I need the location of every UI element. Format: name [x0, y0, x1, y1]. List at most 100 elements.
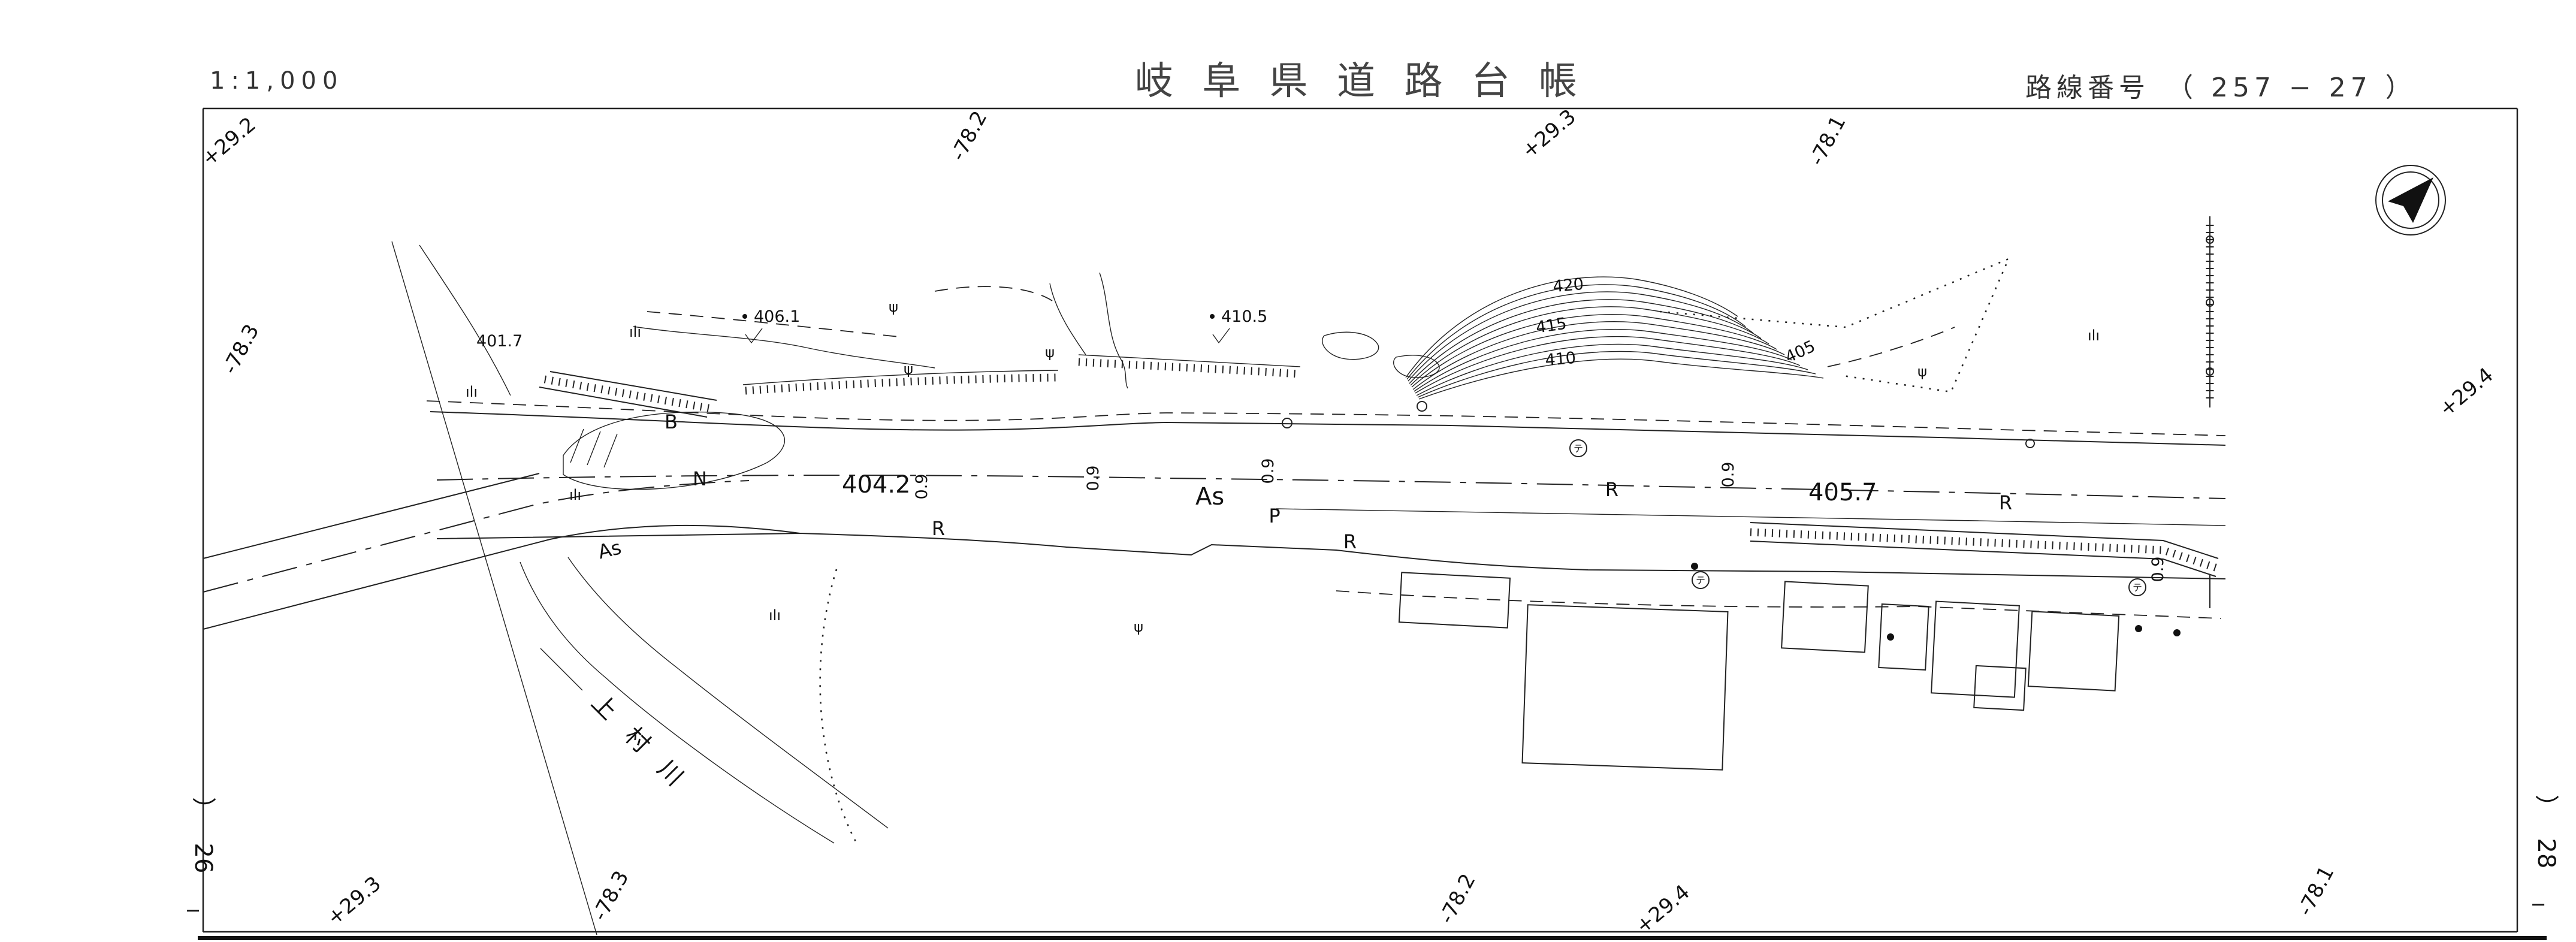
stub-road-edge [549, 371, 717, 401]
road-elevation-label: 405.7 [1808, 479, 1877, 506]
branch-road-bottom-edge [203, 524, 801, 630]
margin-sheet-refs: ） 26 − ） 28 − [185, 795, 2560, 922]
curve-radius-label: R [1605, 478, 1618, 501]
marker-circle-icon [2025, 439, 2035, 448]
old-bank-dotted [819, 569, 859, 847]
svg-text:テ: テ [1696, 575, 1705, 586]
embankment-hatch [1078, 358, 1298, 378]
curve-radius-label: R [1343, 530, 1357, 553]
branch-road-center-line [203, 480, 750, 593]
sheet-frame [198, 107, 2547, 940]
traffic-island-outline [563, 411, 785, 490]
width-label: 0.9 [2149, 557, 2167, 582]
retaining-wall-bottom [1750, 541, 2216, 577]
bridge-hatch [570, 428, 584, 463]
grid-label: +29.3 [1517, 105, 1581, 164]
pond-outline [1322, 331, 1379, 360]
width-label: 0.9 [913, 474, 931, 500]
contour-line [1406, 284, 1746, 380]
right-sheet-paren: ） [2532, 795, 2560, 819]
left-sheet-paren: ） [189, 797, 217, 821]
parking-label: P [1269, 505, 1280, 527]
building [1781, 581, 1869, 653]
left-corner-tick: − [185, 899, 201, 922]
contour-line [1410, 306, 1769, 386]
pavement-label: As [596, 536, 624, 563]
building [1398, 572, 1511, 629]
road-top-edge [430, 411, 2226, 446]
contour-line [1418, 358, 1824, 400]
spot-elevation-label: 406.1 [754, 307, 800, 326]
roadside-ditch-line [426, 400, 2226, 436]
contour-lines [1405, 257, 2010, 400]
grid-label: -78.2 [946, 107, 992, 165]
curve-radius-label: R [932, 517, 945, 540]
grid-label: -78.2 [1435, 870, 1481, 928]
left-sheet-number: 26 [189, 843, 217, 874]
stub-road-edge [539, 387, 708, 418]
spot-check-mark [745, 328, 763, 344]
contour-line [1416, 343, 1808, 396]
stream-line [1049, 283, 1086, 355]
lane-edge-line [1276, 508, 2226, 526]
grass-symbol-icon: ılı [629, 324, 641, 340]
tree-symbol-icon: ψ [904, 361, 913, 378]
terrain-line [633, 326, 935, 369]
route-number-label: 路線番号 [2025, 73, 2150, 103]
road-elevation-label: 404.2 [842, 471, 911, 499]
svg-text:テ: テ [2133, 582, 2142, 593]
elevation-annotations: 401.7 406.1 410.5 404.2 405.7 [476, 307, 1877, 506]
width-label: 0.9 [1084, 466, 1103, 491]
terrain-lines [633, 272, 1440, 395]
scan-edge-bar [198, 936, 2547, 940]
building [1521, 604, 1729, 771]
building [1878, 603, 1929, 671]
river-bank [520, 561, 835, 844]
contour-value-labels: 420 415 410 405 [1535, 275, 1818, 370]
bridge-hatch [603, 433, 618, 468]
terrain-dashed-line [647, 311, 899, 337]
tree-symbol-icon: ψ [889, 298, 898, 315]
tree-symbol-icon: ψ [1045, 344, 1055, 361]
building [1931, 600, 2020, 698]
river-bank [567, 557, 889, 829]
stub-road-hatch [543, 375, 713, 413]
boundary-line [391, 241, 597, 935]
building [2027, 611, 2120, 692]
buildings [1398, 572, 2120, 771]
grid-label: -78.1 [2293, 862, 2339, 920]
lower-boundary-line [1336, 590, 2221, 619]
building [1973, 665, 2027, 711]
contour-line [1408, 291, 1754, 382]
grass-symbol-icon: ılı [569, 487, 581, 503]
sheet-match-line [2206, 216, 2214, 608]
river-lines: 上村川 [391, 241, 889, 935]
marker-circle-icon [1417, 401, 1427, 412]
survey-point-dot [2173, 629, 2181, 636]
contour-line [1412, 321, 1785, 390]
contour-extension [1827, 327, 1955, 367]
contour-line [1417, 351, 1816, 398]
utility-pole-icon: テ [1569, 439, 1587, 457]
contour-line [1409, 299, 1762, 384]
retaining-wall-top [1750, 522, 2219, 559]
grid-coordinate-labels: +29.2 -78.2 +29.3 -78.1 -78.3 +29.4 +29.… [197, 105, 2498, 939]
embankment-line [742, 370, 1059, 385]
sheet-title: 岐 阜 県 道 路 台 帳 [1134, 59, 1586, 104]
embankment-line [1078, 354, 1301, 367]
marker-circle-icon [1282, 418, 1292, 428]
grass-symbol-icon: ılı [769, 607, 781, 624]
survey-point-dot [2135, 625, 2142, 632]
stream-line [1099, 272, 1128, 389]
embankment-hatch [745, 373, 1056, 395]
map-scale: 1:1,000 [210, 67, 344, 95]
map-symbols: ılı ılı ılı ılı ılı ψ ψ ψ ψ ψ テ テ テ [466, 298, 2181, 641]
curve-radius-label: R [1999, 491, 2012, 514]
b-mark-label: B [665, 410, 678, 433]
contour-label: 410 [1544, 349, 1577, 370]
grass-symbol-icon: ılı [2088, 327, 2100, 344]
grid-label: +29.2 [197, 113, 261, 171]
contour-line [1414, 328, 1793, 392]
spot-elevation-label: 410.5 [1221, 307, 1267, 326]
